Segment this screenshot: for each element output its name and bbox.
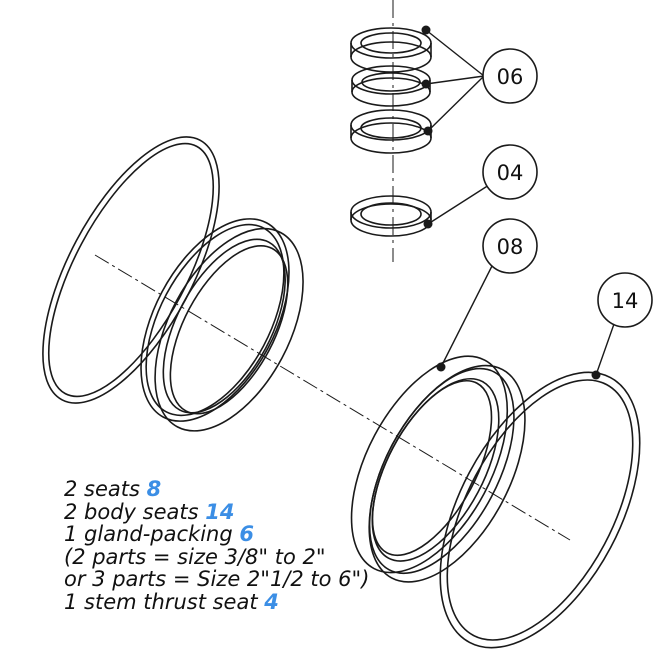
leader-06-b — [425, 75, 485, 85]
leader-14 — [595, 323, 615, 376]
legend-text: 2 seats — [64, 477, 147, 501]
callout-label-06: 06 — [497, 65, 524, 89]
leader-dot — [436, 362, 446, 372]
center-axis-line — [94, 254, 571, 541]
callout-bubble-04 — [482, 144, 538, 200]
legend-text: 2 body seats — [64, 499, 206, 524]
legend-part-number: 4 — [264, 589, 279, 614]
parts-legend: 2 seats 8 2 body seats 14 1 gland-packin… — [64, 478, 369, 613]
legend-line-size-note-2: or 3 parts = Size 2"1/2 to 6") — [64, 568, 369, 591]
leader-06-a — [425, 29, 485, 77]
gland-packing-ring-middle — [351, 65, 431, 107]
leader-04 — [427, 184, 490, 225]
leader-08 — [440, 263, 494, 368]
seat-ring-left — [140, 218, 304, 432]
legend-text: or 3 parts = Size 2"1/2 to 6") — [64, 567, 370, 591]
legend-line-size-note-1: (2 parts = size 3/8" to 2" — [64, 544, 369, 569]
leader-dot — [423, 219, 433, 229]
leader-dot — [423, 126, 433, 136]
callout-label-14: 14 — [612, 289, 639, 313]
legend-text: (2 parts = size 3/8" to 2" — [64, 544, 326, 569]
legend-text: 1 gland-packing — [64, 522, 240, 546]
legend-text: 1 stem thrust seat — [64, 589, 265, 614]
legend-part-number: 14 — [205, 499, 235, 524]
seat-ring-right — [350, 355, 526, 583]
gland-packing-ring-top — [350, 27, 432, 73]
legend-line-seats: 2 seats 8 — [64, 478, 369, 501]
callout-label-08: 08 — [497, 235, 524, 259]
leader-dot — [421, 79, 431, 89]
callout-bubble-08 — [482, 218, 538, 274]
callout-label-04: 04 — [497, 161, 524, 185]
leader-dot — [421, 25, 431, 35]
stem-thrust-seat — [350, 195, 432, 237]
legend-line-stem-thrust-seat: 1 stem thrust seat 4 — [64, 589, 369, 614]
callout-bubble-14 — [597, 272, 653, 328]
legend-part-number: 6 — [239, 522, 254, 546]
callout-bubble-06 — [482, 48, 538, 104]
gland-packing-ring-bottom — [350, 109, 432, 154]
legend-line-body-seats: 2 body seats 14 — [64, 499, 369, 524]
legend-line-gland-packing: 1 gland-packing 6 — [64, 523, 369, 546]
leader-dot — [591, 370, 601, 380]
body-seat-ring-right — [439, 371, 641, 649]
legend-part-number: 8 — [146, 477, 162, 501]
leader-06-c — [427, 75, 485, 132]
